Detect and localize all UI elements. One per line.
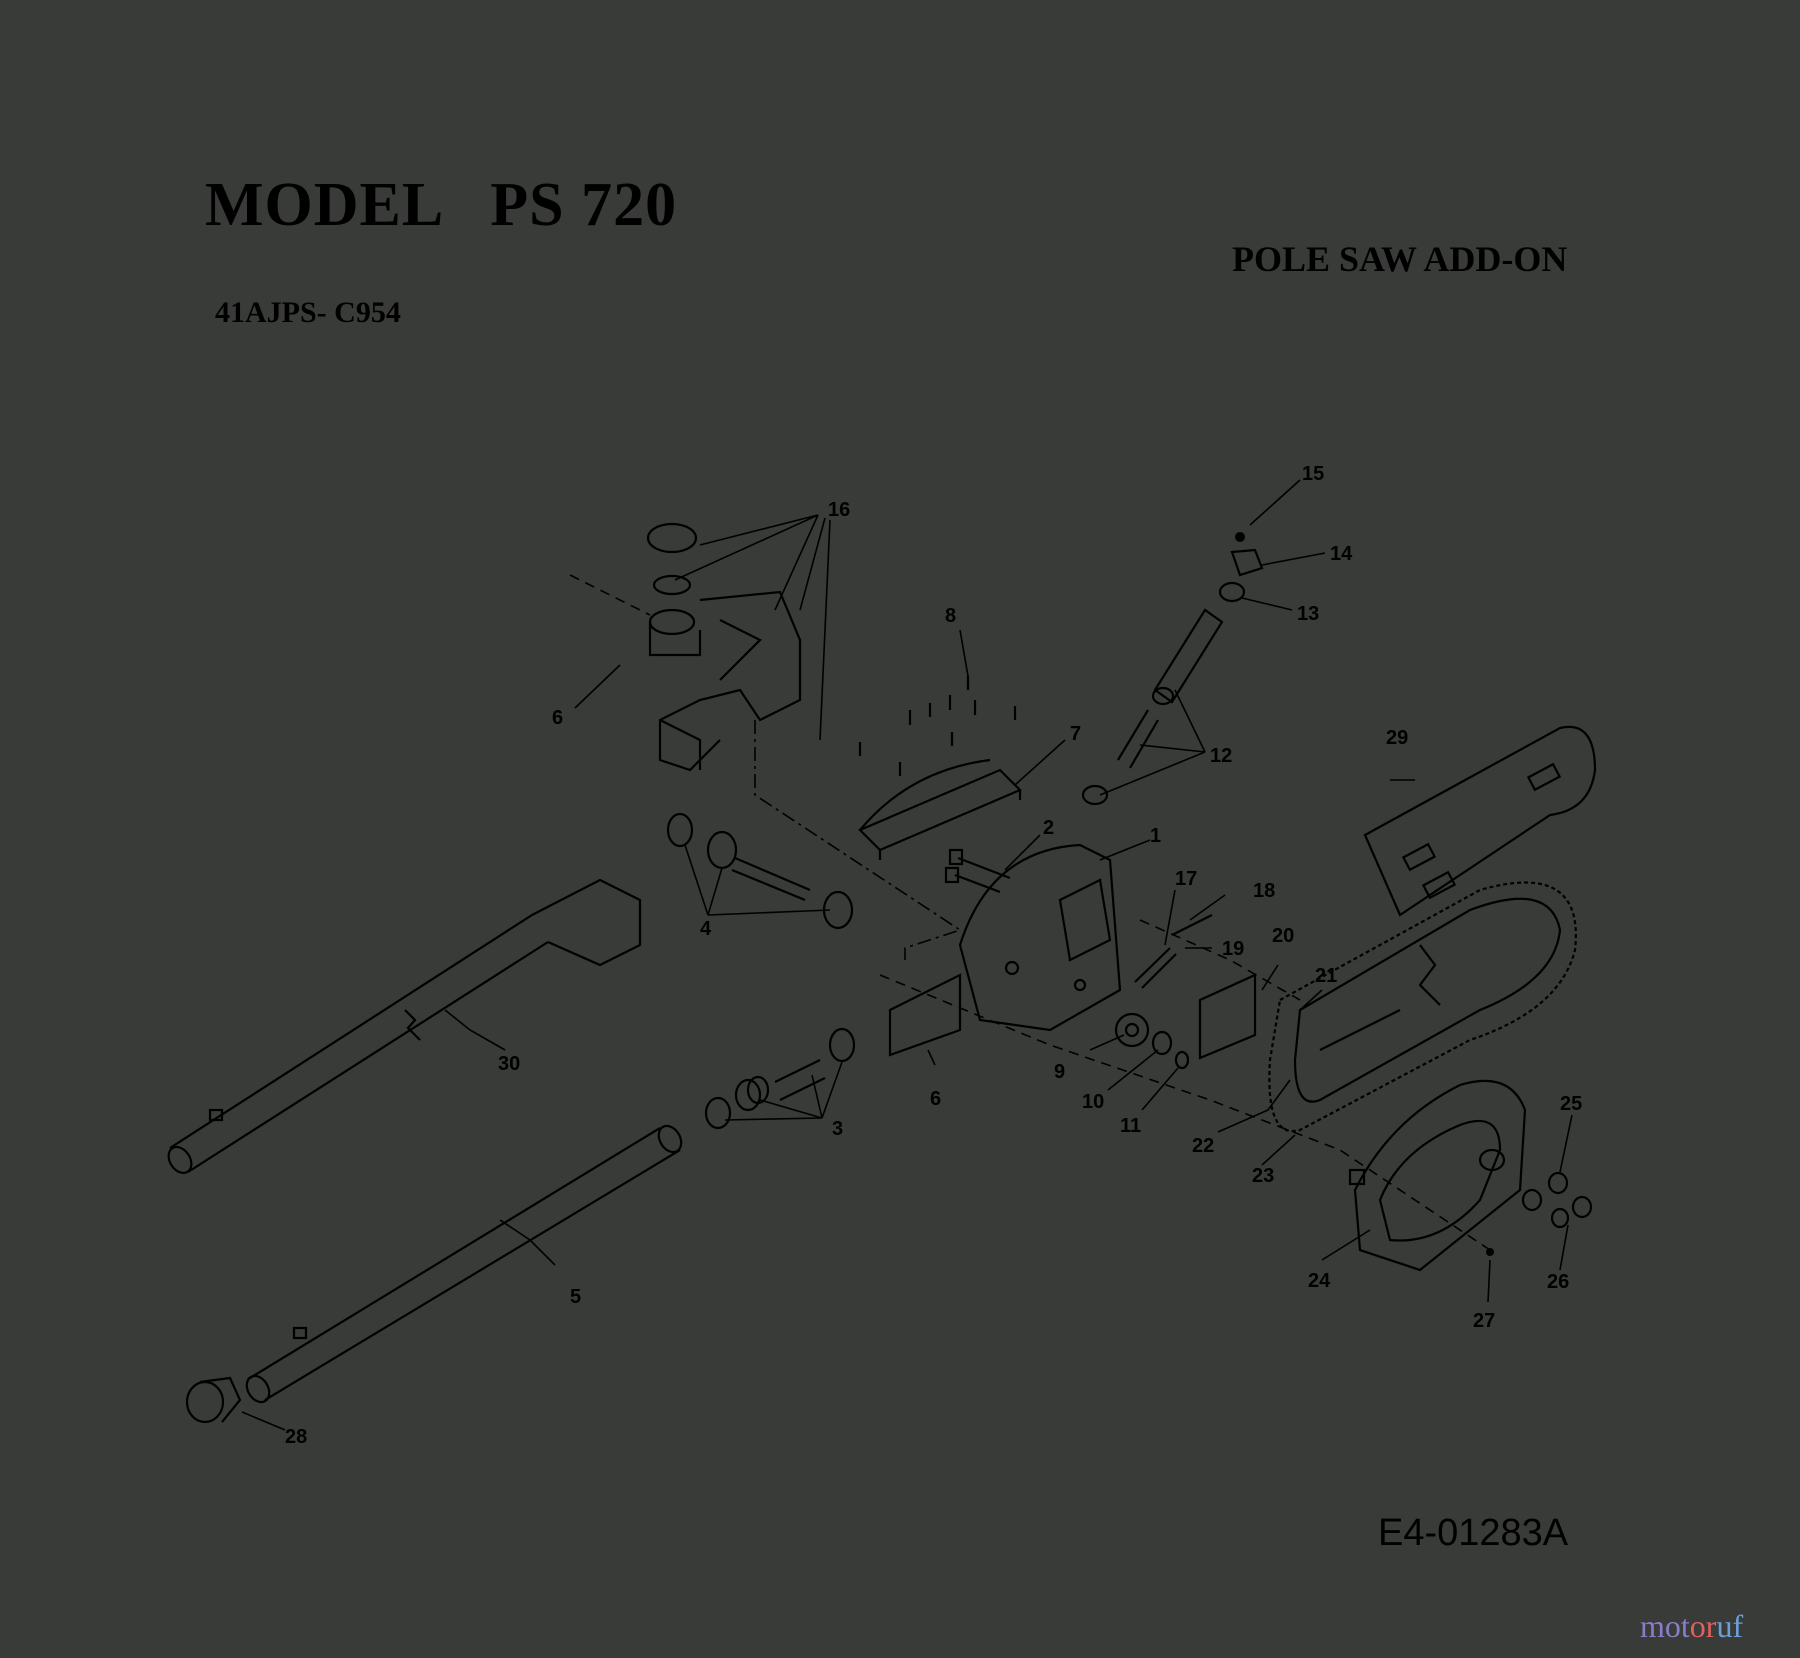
- callout-26: 26: [1547, 1271, 1569, 1293]
- oil-pump-12: [1081, 532, 1264, 806]
- callout-30: 30: [498, 1053, 520, 1075]
- callout-6-tank: 6: [552, 707, 563, 729]
- part-number: 41AJPS- C954: [215, 296, 401, 329]
- callout-27: 27: [1473, 1310, 1495, 1332]
- callout-9: 9: [1054, 1061, 1065, 1083]
- callout-14: 14: [1330, 543, 1353, 565]
- callout-3: 3: [832, 1118, 843, 1140]
- model-title: MODEL PS 720: [205, 171, 678, 239]
- bolts-2: [944, 848, 1011, 894]
- product-subtitle: POLE SAW ADD-ON: [1232, 239, 1568, 279]
- leader-lines: [241, 479, 1573, 1431]
- callout-20: 20: [1272, 925, 1294, 947]
- callout-2: 2: [1043, 817, 1054, 839]
- callout-12: 12: [1210, 745, 1232, 767]
- end-cap-28: [185, 1376, 242, 1424]
- oil-tank-16: [646, 522, 802, 772]
- callout-8: 8: [945, 605, 956, 627]
- callout-17: 17: [1175, 868, 1197, 890]
- callout-4: 4: [700, 918, 712, 940]
- drive-tube-5: [245, 1124, 683, 1404]
- gear-housing-1: [888, 843, 1122, 1057]
- callout-6-housing: 6: [930, 1088, 941, 1110]
- sprocket-9-washer-10-11: [1114, 1012, 1190, 1070]
- callout-21: 21: [1315, 965, 1337, 987]
- nuts-25-26-27: [1486, 1171, 1593, 1256]
- logo-part-1: mot: [1640, 1608, 1690, 1644]
- callout-22: 22: [1192, 1135, 1214, 1157]
- callout-10: 10: [1082, 1091, 1104, 1113]
- callout-29: 29: [1386, 727, 1408, 749]
- logo-part-2: or: [1689, 1608, 1717, 1644]
- clamp-7: [858, 758, 1022, 860]
- callout-7: 7: [1070, 723, 1081, 745]
- tensioner-plate-20: [1134, 914, 1257, 1060]
- callout-labels: 15 16 14 13 8 6 7 12 29 2 1 17 18 4 19 2…: [285, 463, 1582, 1448]
- callout-28: 28: [285, 1426, 307, 1448]
- bar-cover-29: [1363, 725, 1597, 917]
- callout-18: 18: [1253, 880, 1275, 902]
- callout-25: 25: [1560, 1093, 1582, 1115]
- drawing-number: E4-01283A: [1378, 1512, 1569, 1554]
- callout-19: 19: [1222, 938, 1244, 960]
- screws-8: [858, 676, 1017, 776]
- callout-11: 11: [1120, 1115, 1141, 1137]
- logo-part-3: uf: [1716, 1608, 1744, 1644]
- callout-1: 1: [1150, 825, 1161, 847]
- callout-23: 23: [1252, 1165, 1274, 1187]
- pole-tube-30: [167, 878, 642, 1175]
- construction-lines: [569, 574, 1491, 1251]
- callout-5: 5: [570, 1286, 581, 1308]
- callout-15: 15: [1302, 463, 1324, 485]
- callout-24: 24: [1308, 1270, 1331, 1292]
- callout-16: 16: [828, 499, 850, 521]
- watermark-logo: motoruf: [1640, 1608, 1743, 1645]
- bearing-set-3: [704, 1027, 856, 1130]
- callout-13: 13: [1297, 603, 1319, 625]
- guide-bar-22-chain-23: [1268, 881, 1577, 1133]
- side-cover-24: [1348, 1079, 1527, 1272]
